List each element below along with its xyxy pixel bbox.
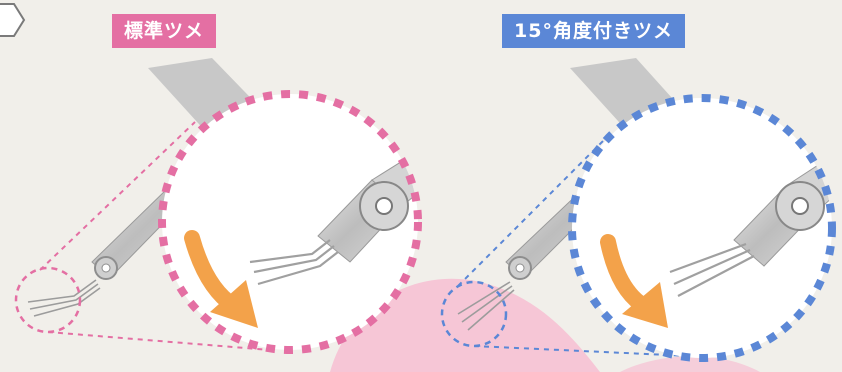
zoom-prongs bbox=[669, 242, 755, 297]
prongs-small bbox=[457, 281, 515, 331]
pink-background-blob bbox=[330, 278, 600, 372]
rotation-arrow-icon bbox=[600, 234, 668, 328]
zoom-circle-pink-fill bbox=[162, 94, 418, 350]
zoom-line-bottom-pink bbox=[47, 331, 271, 351]
panel-angled bbox=[440, 58, 836, 362]
label-standard-claw: 標準ツメ bbox=[112, 14, 217, 48]
zoom-line-top-blue bbox=[457, 131, 613, 287]
zoom-circle-pink bbox=[158, 90, 422, 354]
rotation-arrow-icon bbox=[184, 230, 258, 328]
label-angled-claw: 15°角度付きツメ bbox=[502, 14, 685, 48]
corner-hexagon-icon bbox=[0, 3, 26, 37]
pink-background-blob-right bbox=[620, 356, 760, 372]
zoom-source-circle-pink bbox=[14, 266, 82, 334]
zoom-circle-blue bbox=[568, 94, 836, 362]
zoom-prongs bbox=[249, 239, 339, 286]
prongs-small bbox=[27, 279, 101, 317]
zoom-line-bottom-blue bbox=[473, 345, 691, 357]
panel-standard bbox=[14, 58, 422, 354]
zoom-source-circle-blue bbox=[440, 280, 508, 348]
